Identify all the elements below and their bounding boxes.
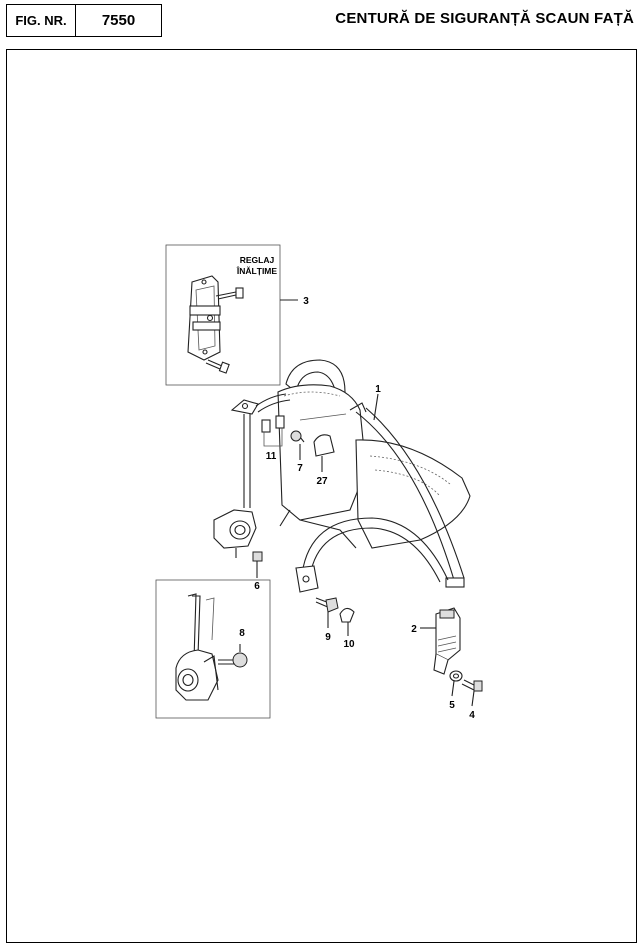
seat-outline: [277, 359, 471, 549]
callout-27: 27: [316, 476, 328, 487]
callout-9: 9: [325, 632, 331, 643]
callout-8: 8: [239, 628, 245, 639]
callout-labels: 1 2 3 4 5 6 7 8 9 10 11 27: [239, 296, 475, 721]
inset-label-inaltime: ÎNĂLȚIME: [236, 265, 277, 276]
callout-4: 4: [469, 710, 475, 721]
inset-label-reglaj: REGLAJ: [240, 255, 275, 265]
fig-number: 7550: [76, 4, 162, 37]
hardware-group-9-10: [315, 597, 355, 636]
callout-6: 6: [254, 581, 260, 592]
lower-belt: [295, 517, 449, 593]
retractor-variant-inset: [155, 579, 271, 719]
callout-7: 7: [297, 463, 303, 474]
buckle-group: [420, 607, 483, 707]
belt-strap-arc: [349, 393, 465, 588]
fig-label: FIG. NR.: [6, 4, 76, 37]
callout-11: 11: [266, 451, 277, 462]
callout-1: 1: [375, 384, 381, 395]
callout-2: 2: [411, 624, 417, 635]
hardware-group-11-7-27: [261, 415, 335, 472]
callout-5: 5: [449, 700, 455, 711]
page-title: CENTURĂ DE SIGURANȚĂ SCAUN FAȚĂ: [335, 10, 634, 27]
height-adjuster-inset: REGLAJ ÎNĂLȚIME: [165, 244, 298, 386]
callout-3: 3: [303, 296, 309, 307]
callout-10: 10: [343, 639, 355, 650]
diagram-frame: [6, 49, 637, 943]
retractor: [213, 393, 291, 578]
